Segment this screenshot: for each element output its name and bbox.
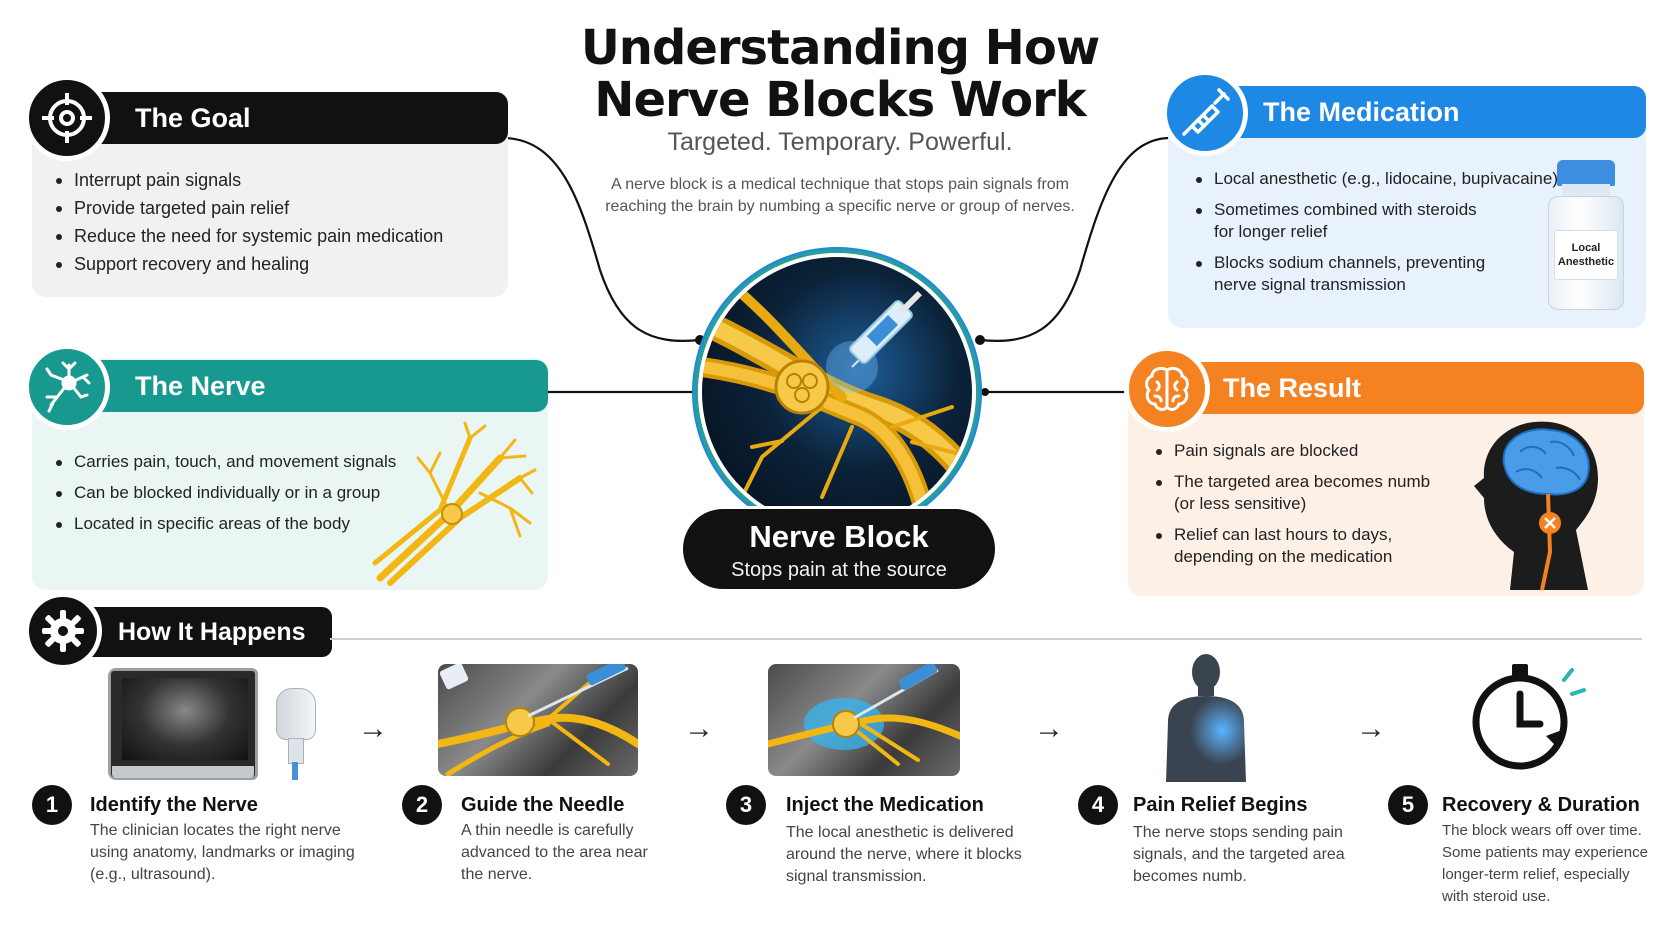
step-description: A thin needle is carefully advanced to t… [461,822,648,883]
step-description: The block wears off over time. Some pati… [1442,822,1648,905]
list-item: Blocks sodium channels, preventing nerve… [1192,252,1492,296]
center-subtitle: Stops pain at the source [731,559,947,581]
goal-card-header: The Goal [40,92,508,144]
nerve-card-title: The Nerve [135,370,266,401]
result-card-title: The Result [1223,372,1362,403]
nerve-illustration [372,421,537,586]
step-arrow: → [684,712,714,745]
injection-image [768,664,960,776]
nerve-list: Carries pain, touch, and movement signal… [52,451,412,535]
head-brain-illustration [1474,421,1598,591]
step-title: Guide the Needle [461,794,625,816]
list-item: Pain signals are blocked [1152,440,1452,462]
step-title: Inject the Medication [786,794,984,816]
list-item: Provide targeted pain relief [52,197,492,219]
nerve-block-illustration [698,253,976,531]
page-title: Understanding How Nerve Blocks Work [580,20,1100,128]
medication-list: Local anesthetic (e.g., lidocaine, bupiv… [1192,168,1558,296]
ultrasound-image [108,668,324,780]
step-number: 2 [402,785,442,825]
step-description: The local anesthetic is delivered around… [786,824,1022,885]
step-arrow: → [1356,712,1386,745]
section-divider [330,638,1642,640]
goal-list: Interrupt pain signals Provide targeted … [52,169,492,275]
list-item: Local anesthetic (e.g., lidocaine, bupiv… [1192,168,1558,190]
list-item: Interrupt pain signals [52,169,492,191]
list-item: Reduce the need for systemic pain medica… [52,225,492,247]
step-number: 5 [1388,785,1428,825]
step-number: 1 [32,785,72,825]
intro-description: A nerve block is a medical technique tha… [605,176,1075,215]
neuron-icon [24,344,110,430]
list-item: The targeted area becomes numb (or less … [1152,471,1452,515]
brain-icon [1124,346,1210,432]
list-item: Relief can last hours to days, depending… [1152,524,1452,568]
step-arrow: → [358,712,388,745]
needle-guidance-image [438,664,638,776]
vial-label: Local Anesthetic [1557,242,1615,268]
list-item: Support recovery and healing [52,253,492,275]
step-description: The nerve stops sending pain signals, an… [1133,824,1345,885]
step-title: Identify the Nerve [90,794,258,816]
list-item: Carries pain, touch, and movement signal… [52,451,412,473]
crosshair-icon [24,75,110,161]
step-number: 3 [726,785,766,825]
center-title: Nerve Block [749,519,929,554]
vial-icon: Local Anesthetic [1548,160,1624,312]
nerve-injection-image [702,272,972,527]
list-item: Can be blocked individually or in a grou… [52,482,412,504]
syringe-icon [1162,70,1248,156]
list-item: Sometimes combined with steroids for lon… [1192,199,1492,243]
result-list: Pain signals are blocked The targeted ar… [1152,440,1452,568]
how-title: How It Happens [118,617,306,646]
nerve-card-header: The Nerve [40,360,548,412]
step-number: 4 [1078,785,1118,825]
body-relief-image [1166,654,1246,782]
nerve-block-label: Nerve Block Stops pain at the source [680,506,998,592]
tagline: Targeted. Temporary. Powerful. [667,128,1013,156]
step-description: The clinician locates the right nerve us… [90,822,355,883]
step-title: Pain Relief Begins [1133,794,1308,816]
goal-card-title: The Goal [135,102,251,133]
list-item: Located in specific areas of the body [52,513,412,535]
step-arrow: → [1034,712,1064,745]
step-title: Recovery & Duration [1442,794,1640,816]
result-card-header: The Result [1128,362,1644,414]
gear-icon [24,592,102,670]
stopwatch-icon [1472,664,1586,770]
medication-card-title: The Medication [1263,96,1460,127]
